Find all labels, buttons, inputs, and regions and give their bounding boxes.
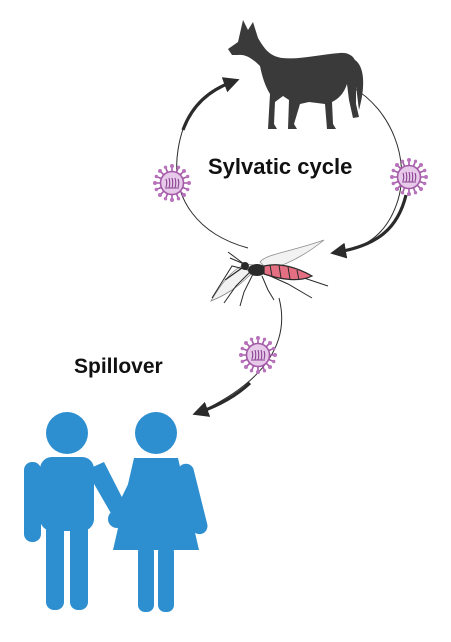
spillover-label: Spillover xyxy=(74,355,163,378)
virus-icon-spillover xyxy=(238,335,278,375)
woman-figure xyxy=(113,412,208,612)
sylvatic-cycle-label: Sylvatic cycle xyxy=(208,154,353,179)
virus-icon-right xyxy=(389,157,429,197)
people-icon xyxy=(24,412,208,612)
arrow-to-humans xyxy=(192,381,252,417)
mosquito-icon xyxy=(210,239,329,307)
horse-icon xyxy=(228,20,364,129)
arrow-to-mosquito xyxy=(330,194,408,259)
virus-icon-left xyxy=(152,163,192,203)
arrow-to-horse xyxy=(181,77,240,131)
